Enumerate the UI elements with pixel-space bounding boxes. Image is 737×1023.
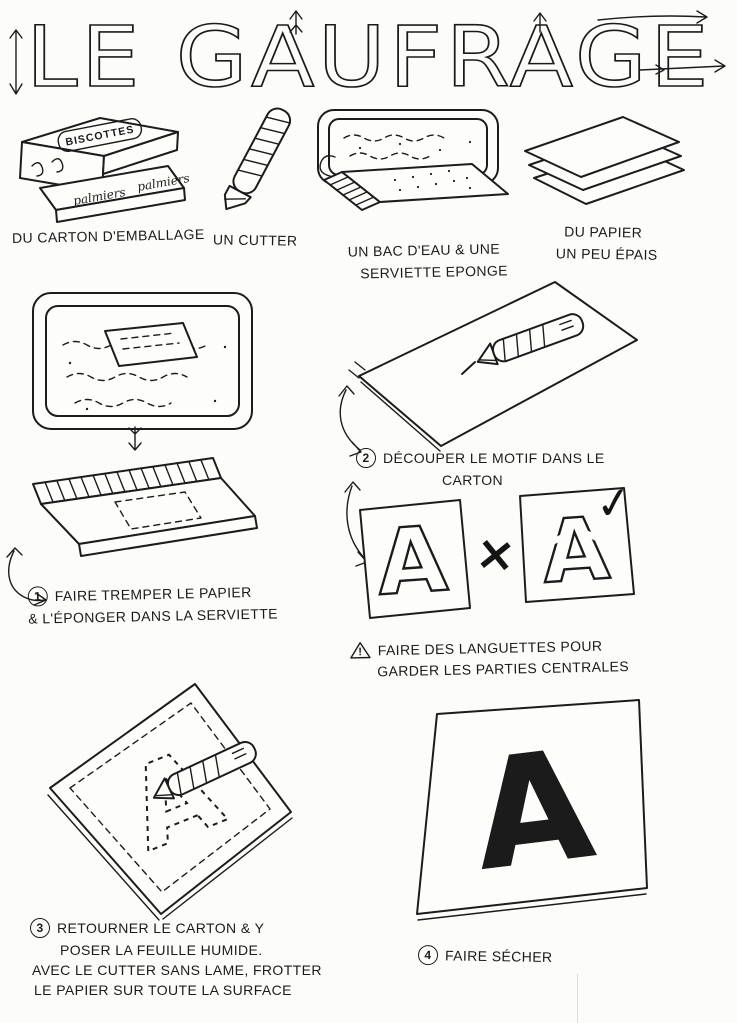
title-arrow-up-1: [289, 10, 303, 35]
caption-papier-line1: DU PAPIER: [564, 223, 643, 241]
box-lower-bar: palmiers palmiers: [39, 165, 191, 223]
title-arrow-left: [9, 29, 23, 95]
step4-caption: 4 FAIRE SÉCHER: [417, 944, 553, 971]
step2-caption: 2 DÉCOUPER LE MOTIF DANS LE CARTON: [356, 448, 605, 492]
step1-caption-line1: FAIRE TREMPER LE PAPIER: [54, 583, 252, 605]
step2-caption-line2: CARTON: [442, 472, 504, 488]
step3-caption-line4: LE PAPIER SUR TOUTE LA SURFACE: [34, 982, 292, 998]
paper-stack-icon: [524, 116, 685, 205]
embossed-sheet: [416, 699, 648, 915]
step1-number: 1: [27, 586, 48, 607]
caption-bac-line1: UN BAC D'EAU & UNE: [347, 240, 501, 260]
box-body: [19, 117, 179, 193]
step2-caption-line1: DÉCOUPER LE MOTIF DANS LE: [383, 450, 605, 466]
water-tray-towel-icon: [317, 109, 509, 211]
dashed-border: [69, 702, 271, 893]
step3-caption: 3 RETOURNER LE CARTON & Y POSER LA FEUIL…: [30, 918, 322, 1002]
caption-papier-line2: UN PEU ÉPAIS: [555, 244, 658, 263]
stencil-cards-illustration: A × A ✓: [359, 476, 636, 619]
hidden-paper-outline: [114, 491, 202, 530]
wrong-mark: ×: [473, 524, 519, 584]
cutter-on-board: [476, 313, 585, 366]
step2-number: 2: [356, 448, 376, 468]
step3-caption-line1: RETOURNER LE CARTON & Y: [57, 920, 265, 936]
curved-arrow-step2: [338, 385, 362, 457]
languette-tabs: [549, 531, 604, 545]
stencil-card-right: A: [519, 487, 635, 604]
caption-cutter: UN CUTTER: [212, 231, 298, 249]
cutting-board-illustration: [348, 281, 638, 452]
page-title: LE GAUFRAGE: [26, 8, 712, 106]
warning-mark: !: [358, 646, 362, 658]
bladeless-cutter: [152, 740, 257, 800]
step4-number: 4: [417, 944, 439, 966]
cardboard-box-icon: BISCOTTES palmiers palmiers: [19, 117, 191, 223]
caption-papier: DU PAPIER UN PEU ÉPAIS: [556, 221, 658, 266]
warning-triangle-icon: !: [350, 642, 371, 659]
folded-towel-illustration: [32, 457, 258, 557]
embossed-result-illustration: A: [416, 699, 648, 921]
soaking-paper-sheet: [104, 322, 198, 367]
step3-caption-line2: POSER LA FEUILLE HUMIDE.: [60, 942, 263, 958]
warning-line2: GARDER LES PARTIES CENTRALES: [377, 658, 630, 680]
title-arrow-right-low: [639, 59, 726, 75]
title-lettering: LE GAUFRAGE: [9, 7, 726, 107]
check-mark: ✓: [592, 476, 636, 532]
embossed-motif-letter: A: [465, 718, 601, 905]
palmier-cookies-doodle: [31, 158, 64, 177]
step1-caption-line2: & L'ÉPONGER DANS LA SERVIETTE: [28, 605, 279, 627]
warning-caption: ! FAIRE DES LANGUETTES POUR GARDER LES P…: [350, 635, 630, 684]
rubbing-board-illustration: A: [47, 683, 293, 921]
paper-crease-line: [577, 974, 578, 1023]
cutter-body: [223, 107, 292, 211]
curved-arrow-step1: [6, 547, 47, 606]
stencil-letter-right: A: [539, 499, 613, 603]
step1-caption: 1 FAIRE TREMPER LE PAPIER & L'ÉPONGER DA…: [27, 581, 279, 630]
step4-caption-line1: FAIRE SÉCHER: [444, 947, 553, 966]
sponge-towel: [319, 155, 509, 211]
feather-mark: [348, 361, 366, 379]
caption-carton: DU CARTON D'EMBALLAGE: [11, 225, 205, 247]
warning-line1: FAIRE DES LANGUETTES POUR: [377, 637, 603, 658]
stencil-card-wrong: A: [359, 499, 471, 619]
stencil-letter-wrong: A: [374, 507, 451, 617]
cut-line: [461, 361, 476, 375]
title-arrow-right-top: [597, 10, 708, 24]
title-arrow-up-2: [533, 12, 547, 33]
towel-dots: [393, 169, 472, 192]
step3-caption-line3: AVEC LE CUTTER SANS LAME, FROTTER: [32, 962, 322, 978]
step3-number: 3: [30, 918, 50, 938]
down-arrow: [128, 426, 142, 451]
soaking-tray-illustration: [32, 292, 253, 430]
cutter-icon: [223, 107, 292, 211]
